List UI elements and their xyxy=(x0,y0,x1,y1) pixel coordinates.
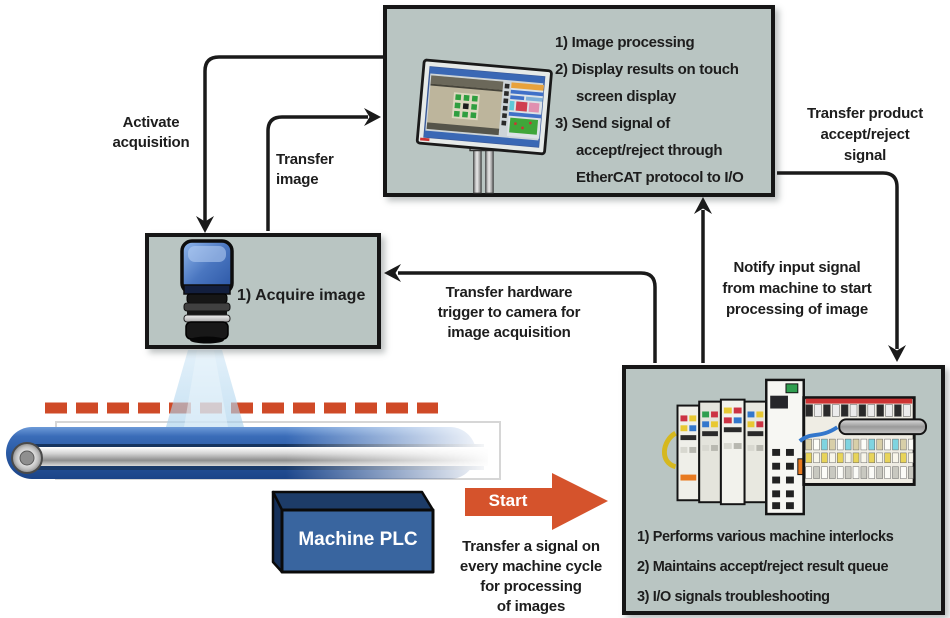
cable-sleeve xyxy=(838,418,928,436)
camera-body xyxy=(180,239,234,344)
machine-plc-3d-box xyxy=(271,490,435,574)
processing-step-cont: EtherCAT protocol to I/O xyxy=(576,169,744,186)
monitor xyxy=(415,58,553,156)
belt-roller-hub xyxy=(19,450,35,466)
io-terminal-illustration xyxy=(661,378,928,516)
processing-step-cont: screen display xyxy=(576,88,677,105)
label-line: signal xyxy=(843,147,887,164)
acquire-image-box: 1) Acquire image xyxy=(145,233,381,349)
fiducial-pattern xyxy=(451,92,480,121)
label-line: Transfer product xyxy=(807,105,923,122)
transfer-product-label: Transfer product accept/reject signal xyxy=(781,103,949,166)
io-box: 1) Performs various machine interlocks 2… xyxy=(622,365,945,615)
label-line: Activate xyxy=(122,114,180,131)
coupler-contacts xyxy=(772,448,794,510)
io-step: 2) Maintains accept/reject result queue xyxy=(637,559,889,575)
activate-acquisition-label: Activate acquisition xyxy=(88,113,214,153)
processing-step-cont: accept/reject through xyxy=(576,142,723,159)
processing-step: 2) Display results on touch xyxy=(555,61,739,78)
processing-step: 3) Send signal of xyxy=(555,115,670,132)
transfer-cycle-label: Transfer a signal on every machine cycle… xyxy=(441,537,621,617)
label-line: image acquisition xyxy=(447,324,571,341)
label-line: Notify input signal xyxy=(733,259,861,276)
notify-input-label: Notify input signal from machine to star… xyxy=(697,257,897,320)
screen-side-panel xyxy=(506,82,544,139)
monitor-stand-leg xyxy=(473,146,482,194)
label-line: every machine cycle xyxy=(459,558,603,575)
camera-light-beam xyxy=(166,350,244,427)
processing-step: 1) Image processing xyxy=(555,34,695,51)
start-label: Start xyxy=(488,491,528,510)
io-step: 1) Performs various machine interlocks xyxy=(637,529,894,545)
screen-button-column xyxy=(501,83,510,126)
camera-lens xyxy=(190,336,224,344)
camera-illustration xyxy=(180,239,234,344)
touchscreen-monitor-illustration xyxy=(415,58,553,194)
left-module-connectors xyxy=(680,407,764,481)
right-terminal-strip xyxy=(798,396,928,486)
io-step-list: 1) Performs various machine interlocks 2… xyxy=(637,522,894,612)
monitor-stand-leg xyxy=(485,146,494,194)
blue-cable xyxy=(798,425,839,443)
label-line: trigger to camera for xyxy=(437,304,581,321)
processing-step-list: 1) Image processing 2) Display results o… xyxy=(555,29,744,191)
io-step: 3) I/O signals troubleshooting xyxy=(637,589,830,605)
processing-box: 1) Image processing 2) Display results o… xyxy=(383,5,775,197)
conveyor-belt xyxy=(6,427,488,479)
acquire-image-label: 1) Acquire image xyxy=(237,287,366,304)
start-arrow xyxy=(465,473,608,530)
yellow-cable xyxy=(661,431,677,470)
label-line: processing of image xyxy=(725,301,869,318)
label-line: for processing xyxy=(480,578,582,595)
label-line: accept/reject xyxy=(820,126,910,143)
transfer-image-label: Transfer image xyxy=(276,150,366,190)
monitor-logo xyxy=(420,137,430,142)
label-line: from machine to start xyxy=(722,280,872,297)
label-line: Transfer hardware xyxy=(445,284,573,301)
machine-plc-label: Machine PLC xyxy=(298,529,418,550)
label-line: Transfer xyxy=(276,151,334,168)
label-line: Transfer a signal on xyxy=(462,538,600,555)
label-line: acquisition xyxy=(112,134,190,151)
transfer-trigger-label: Transfer hardware trigger to camera for … xyxy=(403,283,615,343)
label-line: image xyxy=(276,171,319,188)
label-line: of images xyxy=(496,598,566,615)
